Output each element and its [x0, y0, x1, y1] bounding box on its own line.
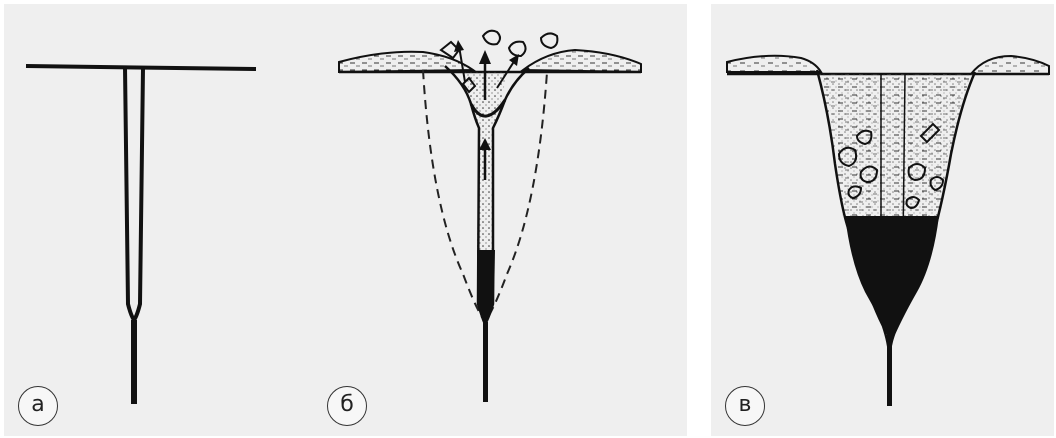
- borehole-wall: [125, 67, 143, 320]
- charge-gases: [477, 250, 495, 326]
- panel-label-a: а: [18, 386, 58, 426]
- panel-c: в: [711, 4, 1054, 436]
- charge-tail: [483, 322, 488, 402]
- panel-label-c: в: [725, 386, 765, 426]
- borehole-diagram: [4, 4, 340, 436]
- charge-tube: [131, 320, 137, 404]
- compacted-zone: [845, 216, 939, 344]
- panel-label-b: б: [327, 386, 367, 426]
- ground-layer-left: [727, 56, 821, 72]
- charge-tail: [887, 334, 892, 406]
- ground-layer-left: [339, 52, 473, 72]
- panel-b: б: [313, 4, 687, 436]
- panel-a: а: [4, 4, 340, 436]
- crater-fill-dots: [821, 74, 971, 216]
- debris-rock: [541, 33, 557, 48]
- debris-rock: [509, 42, 526, 56]
- ground-layer-right: [971, 56, 1049, 74]
- explosion-diagram: [313, 4, 687, 436]
- ground-layer-right: [523, 50, 641, 72]
- crater-diagram: [711, 4, 1054, 436]
- debris-rock: [483, 31, 500, 45]
